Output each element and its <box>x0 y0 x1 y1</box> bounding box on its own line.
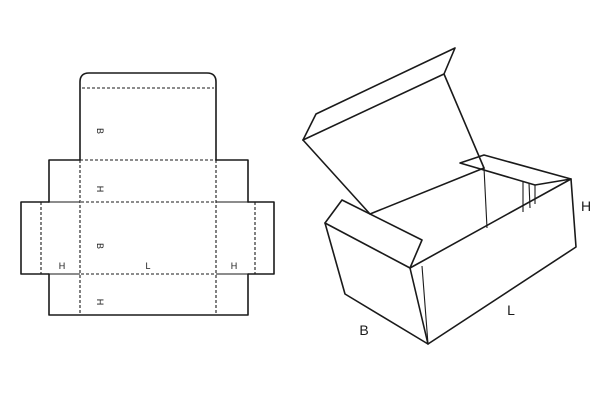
net-label-h-right: H <box>231 261 238 271</box>
box-front-l-panel <box>409 178 577 345</box>
box-inner-flap-b <box>528 182 531 209</box>
box-front-corner-inner <box>421 265 429 345</box>
box-front-b-panel <box>324 222 429 345</box>
box-right-flap <box>459 154 572 186</box>
net-label-l-mid: L <box>145 261 150 271</box>
box-label-l: L <box>507 302 515 318</box>
box-3d: B L H <box>302 47 591 345</box>
flat-net: B H B H H L H <box>20 72 275 316</box>
net-label-b-mid: B <box>95 243 105 249</box>
net-lid-panel <box>79 72 217 161</box>
net-fold-lines <box>21 87 274 315</box>
box-back-wall-left-edge <box>302 139 371 215</box>
box-left-flap <box>324 199 423 269</box>
net-label-h-bottom: H <box>95 299 105 306</box>
net-lower-flaps <box>48 273 249 316</box>
box-label-h: H <box>581 198 591 214</box>
box-lid-fold <box>302 73 445 141</box>
net-label-h-top: H <box>95 186 105 193</box>
box-back-rim <box>369 167 485 215</box>
net-right-end-flap <box>247 201 275 275</box>
net-left-end-flap <box>20 201 50 275</box>
box-lid <box>302 47 485 169</box>
net-label-b-top: B <box>95 128 105 134</box>
box-inner-corner <box>483 167 488 229</box>
net-upper-flaps <box>48 159 249 203</box>
box-label-b: B <box>359 322 368 338</box>
net-label-h-left: H <box>59 261 66 271</box>
